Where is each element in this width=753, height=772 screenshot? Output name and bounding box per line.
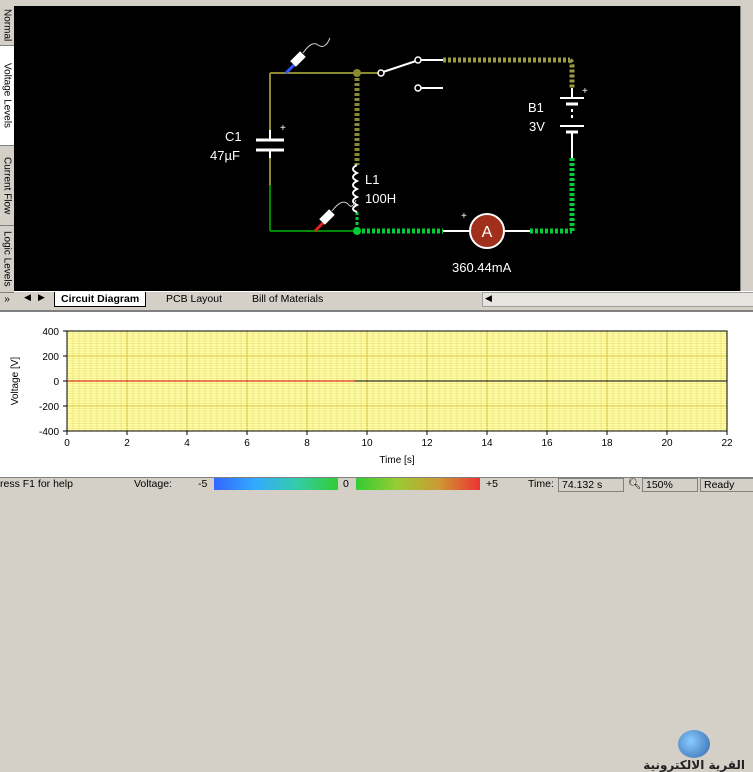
scroll-left-icon[interactable]: ◀ [485,293,492,303]
y-tick-label: 200 [42,352,59,363]
x-tick-label: 20 [661,438,673,449]
status-ready: Ready [700,478,753,492]
x-tick-label: 8 [304,438,310,449]
x-tick-label: 10 [361,438,373,449]
y-tick-label: 400 [42,327,59,338]
battery-name: B1 [528,100,544,115]
y-tick-label: -400 [39,427,59,438]
status-bar: ress F1 for help Voltage: -5 0 +5 Time: … [0,477,753,492]
tab-bill-of-materials[interactable]: Bill of Materials [252,293,324,305]
watermark-text: القرية الالكترونية [643,758,745,772]
status-zoom[interactable]: 150% [642,478,698,492]
x-tick-label: 16 [541,438,553,449]
tab-circuit-diagram[interactable]: Circuit Diagram [54,292,147,307]
tab-logic-levels[interactable]: Logic Levels [0,226,14,293]
x-tick-label: 18 [601,438,613,449]
watermark-globe-icon [678,730,711,758]
tab-pcb-layout[interactable]: PCB Layout [166,293,223,305]
x-tick-label: 0 [64,438,70,449]
tab-normal-label: Normal [1,9,13,42]
voltage-scale-positive [356,478,480,490]
y-tick-label: -200 [39,402,59,413]
junction-top [353,69,361,77]
inductor-value: 100H [365,191,396,206]
wire-battery-top[interactable] [568,58,575,88]
tab-normal[interactable]: Normal [0,6,14,46]
circuit-diagram: + B1 3V A + 360.44mA + C1 47µF L1 100H [210,37,588,275]
voltage-scale-negative [214,478,338,490]
view-mode-tabs: Normal Voltage Levels Current Flow Logic… [0,6,15,293]
x-tick-label: 4 [184,438,190,449]
voltage-probe-top[interactable] [284,37,331,75]
circuit-canvas[interactable]: + B1 3V A + 360.44mA + C1 47µF L1 100H [14,6,753,291]
x-tick-label: 12 [421,438,433,449]
tab-voltage-levels[interactable]: Voltage Levels [0,46,14,146]
switch-pivot [377,69,385,77]
capacitor-name: C1 [225,129,242,144]
battery-plus: + [582,86,588,97]
status-voltage-max: +5 [486,478,498,490]
ammeter-symbol: A [482,224,493,241]
voltage-probe-bottom[interactable] [313,199,357,233]
x-tick-label: 2 [124,438,130,449]
capacitor-value: 47µF [210,148,240,163]
inductor-coil[interactable] [352,164,360,213]
switch-contact-a [414,56,422,64]
tab-scroll-right-icon[interactable]: ▶ [38,292,45,302]
canvas-vertical-scrollbar[interactable] [740,6,753,291]
zoom-icon[interactable]: 🔍︎ [628,478,642,490]
x-axis-label: Time [s] [379,455,414,466]
status-voltage-label: Voltage: [134,478,172,490]
x-tick-label: 22 [721,438,733,449]
capacitor-plus: + [280,123,286,134]
status-time-label: Time: [528,478,554,490]
ammeter-reading: 360.44mA [452,260,512,275]
switch-lever[interactable] [382,60,417,73]
tab-current-flow-label: Current Flow [1,156,13,215]
watermark: القرية الالكترونية [643,730,745,772]
ammeter-plus: + [461,211,467,222]
status-help: ress F1 for help [0,478,73,490]
status-time-value: 74.132 s [558,478,624,492]
x-tick-label: 14 [481,438,493,449]
tab-current-flow[interactable]: Current Flow [0,146,14,226]
status-voltage-min: -5 [198,478,208,490]
ammeter[interactable] [469,213,505,249]
tab-voltage-levels-label: Voltage Levels [1,62,13,129]
tab-scroll-left-icon[interactable]: ◀ [24,292,31,302]
junction-bottom [353,227,361,235]
y-tick-label: 0 [53,377,59,388]
battery-value: 3V [529,119,545,134]
inductor-name: L1 [365,172,379,187]
status-voltage-mid: 0 [343,478,349,490]
tabs-scroll-button[interactable]: » [4,294,10,305]
x-tick-label: 6 [244,438,250,449]
canvas-horizontal-scrollbar[interactable]: ◀ [482,292,753,307]
y-axis-label: Voltage [V] [10,357,21,406]
switch-contact-b [414,84,422,92]
tab-logic-levels-label: Logic Levels [1,231,13,287]
